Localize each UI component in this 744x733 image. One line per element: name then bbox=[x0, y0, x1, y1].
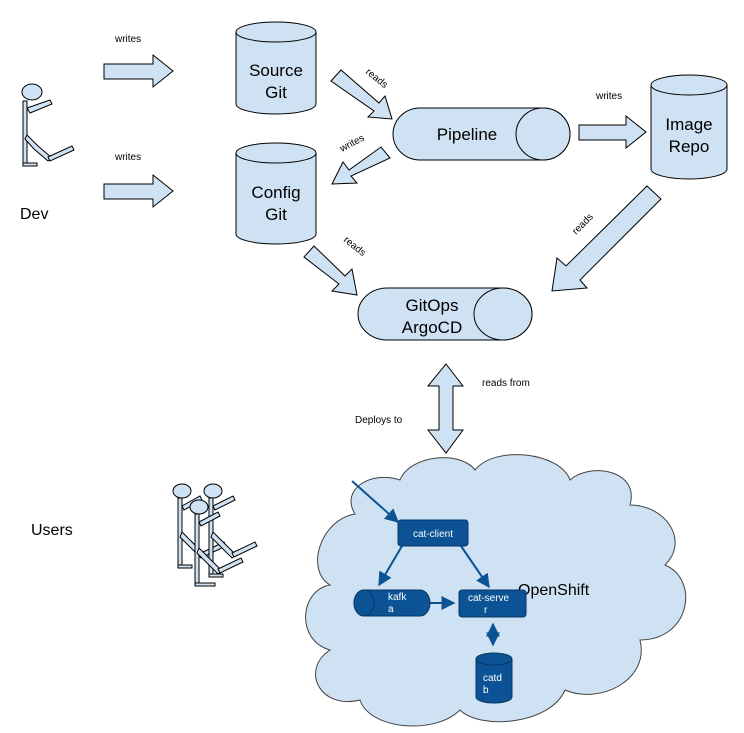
deploys-to-label: Deploys to bbox=[355, 415, 403, 426]
pipeline-writes-config-label: writes bbox=[337, 133, 366, 155]
gitops-reads-image-label: reads bbox=[570, 212, 595, 237]
pipeline-writes-image-arrow bbox=[578, 114, 647, 150]
catdb-node[interactable]: catd b bbox=[475, 652, 513, 704]
gitops-reads-config-label: reads bbox=[341, 235, 367, 259]
dev-writes-source-arrow bbox=[103, 53, 174, 89]
reads-from-label: reads from bbox=[482, 378, 530, 389]
deploys-reads-double-arrow bbox=[426, 363, 465, 454]
dev-writes-config-arrow bbox=[103, 173, 174, 209]
cat-server-label-line1: cat-serve bbox=[468, 593, 510, 604]
openshift-label: OpenShift bbox=[518, 582, 590, 599]
image-repo-label-line2: Repo bbox=[669, 137, 710, 156]
config-git-label-line1: Config bbox=[251, 183, 300, 202]
pipeline-reads-source-arrow bbox=[330, 69, 393, 120]
config-git-label-line2: Git bbox=[265, 205, 287, 224]
users-label: Users bbox=[31, 522, 73, 539]
dev-writes-source-label: writes bbox=[114, 34, 141, 45]
gitops-label-line2: ArgoCD bbox=[402, 318, 462, 337]
pipeline-node[interactable]: Pipeline bbox=[392, 107, 571, 161]
kafka-node[interactable]: kafk a bbox=[353, 589, 431, 617]
catdb-label-line2: b bbox=[483, 685, 489, 696]
dev-actor-icon bbox=[21, 83, 75, 167]
kafka-label-line2: a bbox=[388, 604, 394, 615]
users-actor-icon bbox=[172, 483, 258, 587]
cat-client-to-kafka-arrow bbox=[378, 545, 403, 587]
pipeline-reads-source-label: reads bbox=[363, 67, 389, 91]
pipeline-writes-image-label: writes bbox=[595, 91, 622, 102]
cat-client-to-cat-server-arrow bbox=[460, 545, 490, 589]
pipeline-label: Pipeline bbox=[437, 125, 498, 144]
cat-server-label-line2: r bbox=[484, 605, 488, 616]
gitops-label-line1: GitOps bbox=[406, 296, 459, 315]
dev-label: Dev bbox=[20, 206, 48, 223]
dev-writes-config-label: writes bbox=[114, 152, 141, 163]
gitops-argocd-node[interactable]: GitOps ArgoCD bbox=[357, 287, 533, 341]
gitops-reads-image-arrow bbox=[551, 185, 662, 292]
ingress-to-cat-client-arrow bbox=[351, 480, 400, 523]
pipeline-writes-config-arrow bbox=[331, 146, 391, 185]
source-git-node[interactable]: Source Git bbox=[235, 21, 317, 115]
image-repo-node[interactable]: Image Repo bbox=[650, 74, 728, 180]
cat-server-node[interactable]: cat-serve r bbox=[458, 589, 527, 618]
config-git-node[interactable]: Config Git bbox=[235, 142, 317, 245]
cat-client-node[interactable]: cat-client bbox=[397, 519, 469, 547]
source-git-label-line2: Git bbox=[265, 83, 287, 102]
gitops-reads-config-arrow bbox=[303, 245, 358, 296]
cat-client-label: cat-client bbox=[413, 529, 453, 540]
catdb-label-line1: catd bbox=[483, 673, 502, 684]
cluster-arrows bbox=[351, 480, 500, 647]
source-git-label-line1: Source bbox=[249, 61, 303, 80]
image-repo-label-line1: Image bbox=[665, 115, 712, 134]
kafka-label-line1: kafk bbox=[388, 592, 407, 603]
